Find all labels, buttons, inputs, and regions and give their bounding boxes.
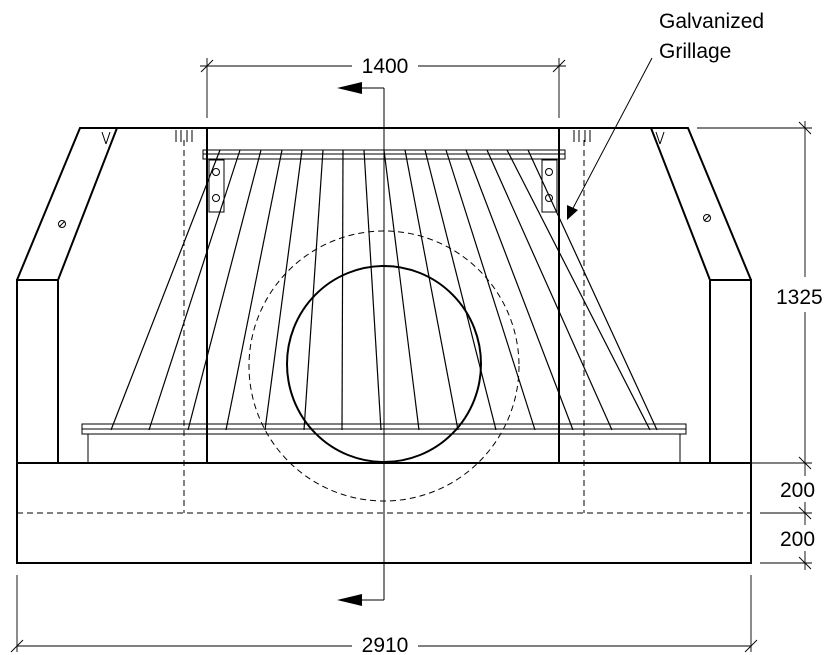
dimension-overall-width: 2910 <box>10 575 758 655</box>
dim-label-200-lower: 200 <box>780 528 815 551</box>
bracket-left <box>208 159 225 213</box>
grillage-callout: Galvanized Grillage <box>567 10 764 220</box>
callout-line-1: Galvanized <box>659 10 764 33</box>
dim-label-1400: 1400 <box>362 55 409 78</box>
callout-line-2: Grillage <box>659 40 731 63</box>
dim-label-200-upper: 200 <box>780 479 815 502</box>
dimension-top-width: 1400 <box>200 54 566 118</box>
section-arrow-bottom <box>337 594 384 606</box>
dimension-heights: 1325 200 200 <box>697 121 834 570</box>
section-arrow-top <box>337 82 384 94</box>
grillage-bars <box>110 149 658 431</box>
wall-bolts <box>58 130 711 228</box>
dim-label-2910: 2910 <box>362 634 409 655</box>
grillage-bottom-rail <box>81 423 687 463</box>
dim-label-1325: 1325 <box>776 286 823 309</box>
